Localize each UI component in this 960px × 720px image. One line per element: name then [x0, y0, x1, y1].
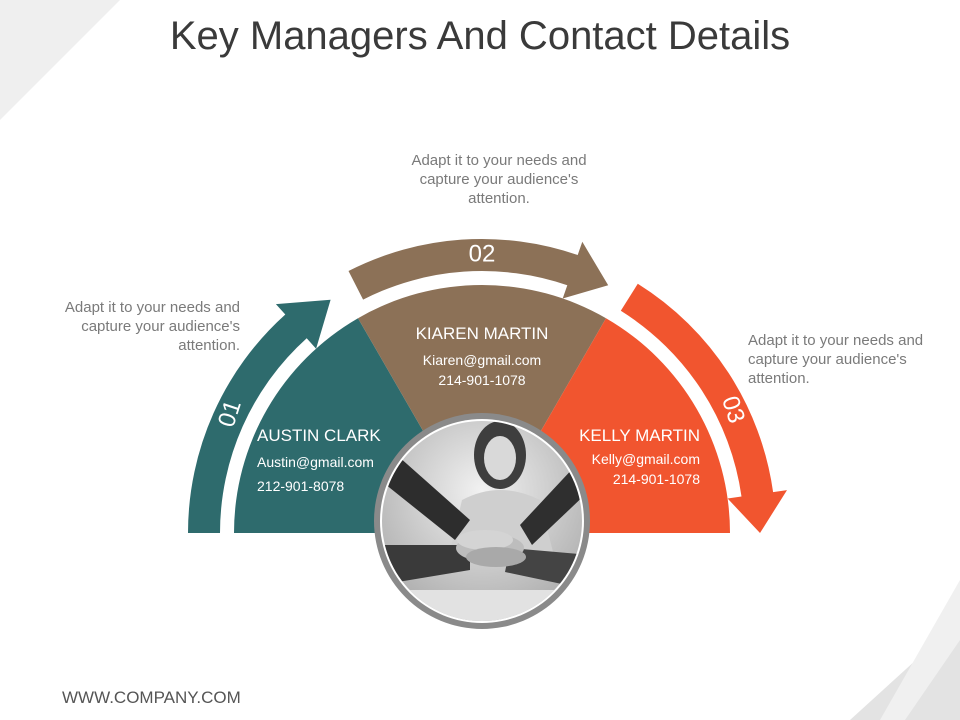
corner-shape-top-left [0, 0, 120, 120]
manager-name-kiaren: KIAREN MARTIN [416, 324, 549, 343]
step-number-02: 02 [469, 240, 496, 267]
wedge-kiaren-martin [358, 284, 606, 447]
manager-email-austin: Austin@gmail.com [257, 454, 374, 470]
manager-name-austin: AUSTIN CLARK [257, 426, 381, 445]
manager-phone-kiaren: 214-901-1078 [438, 372, 525, 388]
manager-email-kiaren: Kiaren@gmail.com [423, 352, 541, 368]
page-title: Key Managers And Contact Details [169, 14, 791, 58]
company-website: WWW.COMPANY.COM [62, 688, 241, 707]
corner-shape-bottom-right-light [880, 580, 960, 720]
note-top: Adapt it to your needs and capture your … [411, 152, 587, 207]
note-left: Adapt it to your needs and capture your … [64, 299, 240, 354]
arrow-01 [188, 299, 331, 533]
manager-email-kelly: Kelly@gmail.com [592, 451, 700, 467]
manager-phone-kelly: 214-901-1078 [613, 471, 700, 487]
manager-phone-austin: 212-901-8078 [257, 478, 344, 494]
manager-name-kelly: KELLY MARTIN [579, 426, 700, 445]
arrow-02 [348, 238, 609, 300]
note-right: Adapt it to your needs and capture your … [748, 332, 924, 387]
arrow-03 [620, 283, 787, 533]
team-hands-photo-icon [382, 421, 582, 621]
